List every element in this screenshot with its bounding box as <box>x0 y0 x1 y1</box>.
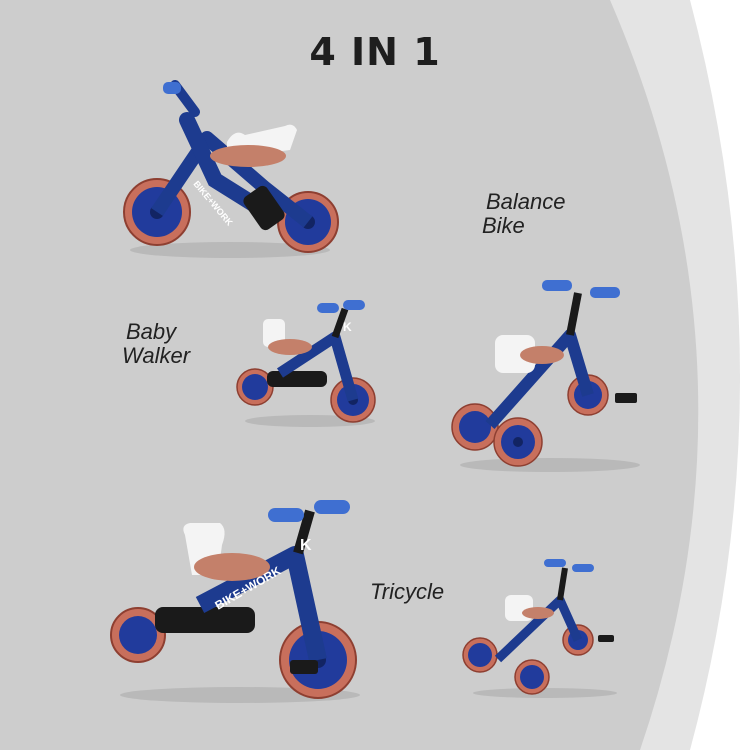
label-balance-bike: Balance Bike <box>482 189 566 238</box>
balance-bike-image: BIKE+WORK <box>123 80 339 258</box>
baby-walker-image: K <box>236 300 376 427</box>
small-tricycle-image <box>462 559 617 698</box>
label-tricycle: Tricycle <box>370 579 445 604</box>
large-tricycle-image: BIKE+WORK K <box>110 500 360 703</box>
page-title: 4 IN 1 <box>309 30 441 74</box>
logo-mark: K <box>300 537 312 554</box>
logo-mark: K <box>343 320 352 334</box>
label-baby-walker: Baby Walker <box>122 319 191 368</box>
tricycle-image <box>451 280 640 472</box>
